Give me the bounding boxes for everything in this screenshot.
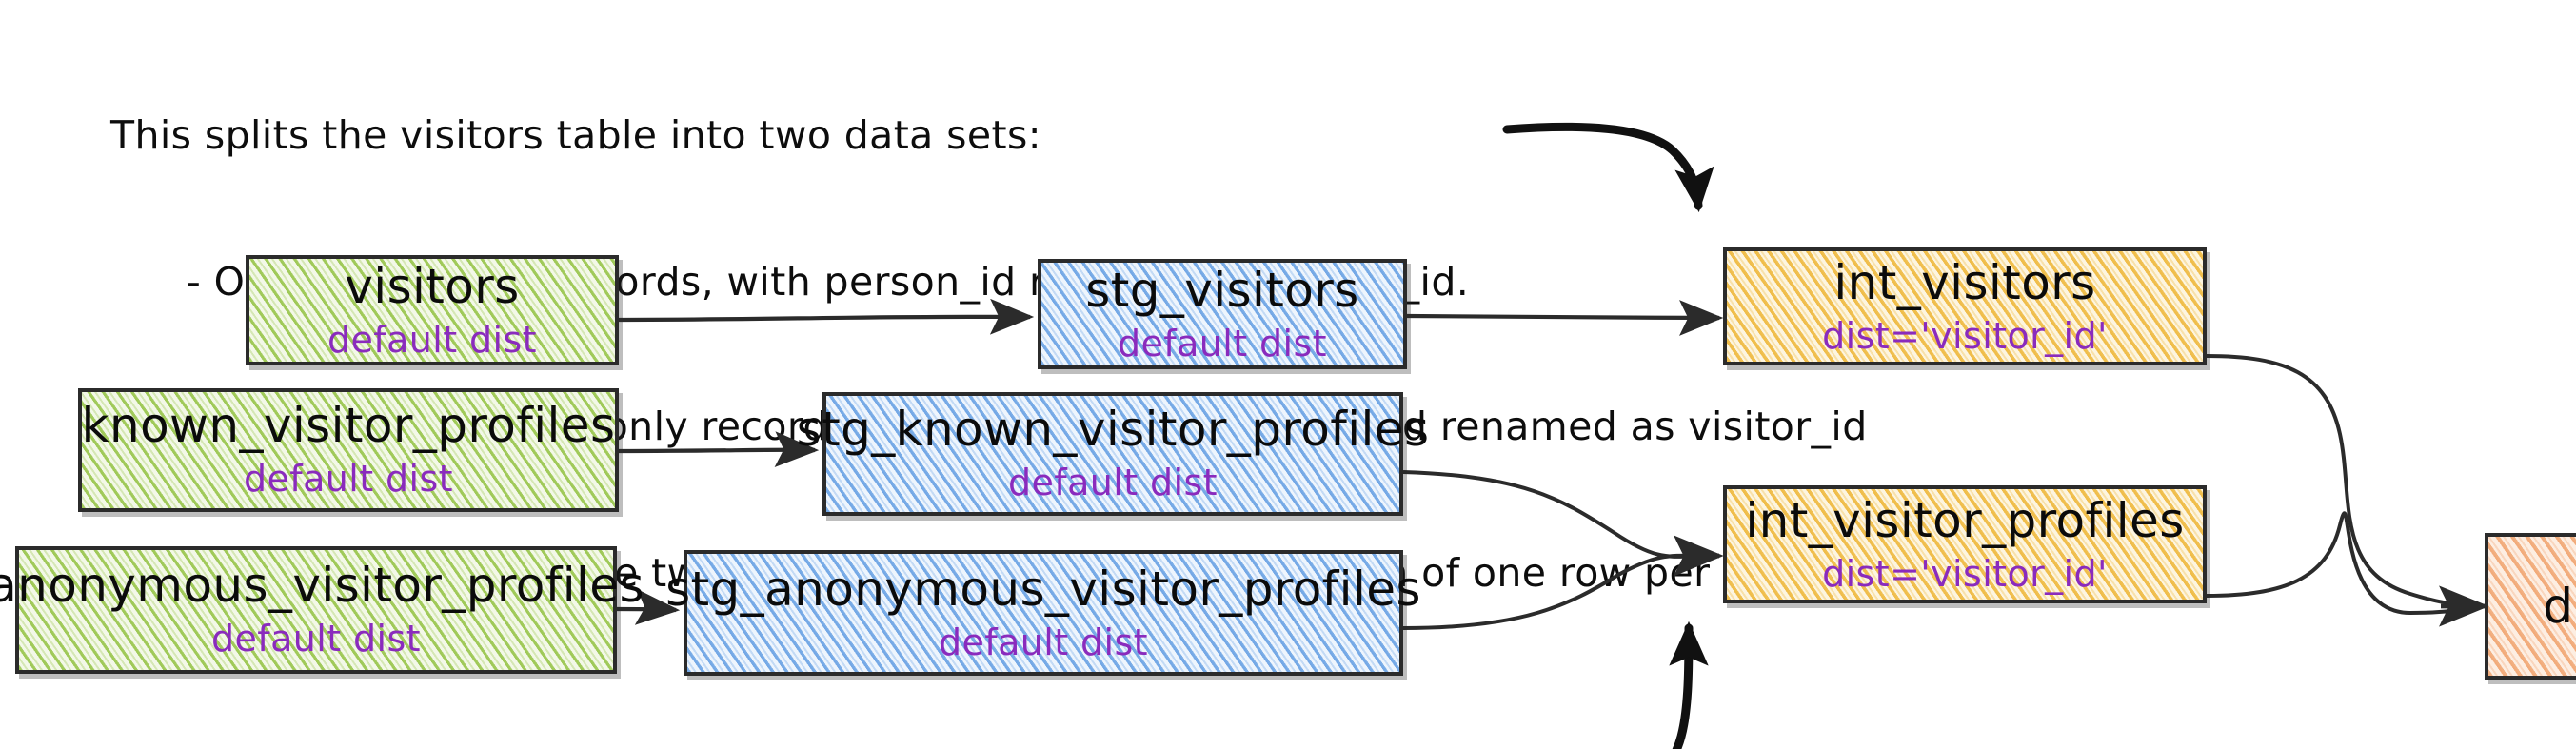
node-stg-anonymous-visitor-profiles-dist: default dist (939, 621, 1148, 664)
node-stg-known-visitor-profiles[interactable]: stg_known_visitor_profiles default dist (797, 392, 1429, 516)
node-int-visitor-profiles[interactable]: int_visitor_profiles dist='visitor_id' (1723, 485, 2207, 603)
node-stg-visitors-dist: default dist (1118, 323, 1327, 365)
node-dim-all-visitors-title: dim_all_visitors (2543, 579, 2576, 634)
node-stg-known-visitor-profiles-title: stg_known_visitor_profiles (796, 402, 1430, 458)
node-int-visitors[interactable]: int_visitors dist='visitor_id' (1723, 247, 2207, 365)
node-anonymous-visitor-profiles-title: anonymous_visitor_profiles (0, 558, 644, 614)
node-stg-anonymous-visitor-profiles[interactable]: stg_anonymous_visitor_profiles default d… (665, 550, 1421, 676)
node-stg-visitors[interactable]: stg_visitors default dist (1038, 259, 1407, 369)
node-visitors-title: visitors (345, 258, 520, 314)
node-int-visitor-profiles-title: int_visitor_profiles (1745, 492, 2185, 548)
node-stg-visitors-title: stg_visitors (1085, 262, 1359, 318)
node-stg-known-visitor-profiles-dist: default dist (1008, 463, 1218, 505)
node-known-visitor-profiles-dist: default dist (244, 459, 453, 502)
top-note-lead: This splits the visitors table into two … (110, 112, 1041, 158)
node-int-visitors-dist: dist='visitor_id' (1822, 315, 2108, 358)
node-visitors[interactable]: visitors default dist (246, 255, 619, 365)
node-known-visitor-profiles-title: known_visitor_profiles (81, 398, 616, 454)
node-anonymous-visitor-profiles-dist: default dist (211, 619, 421, 661)
node-visitors-dist: default dist (327, 319, 537, 362)
node-dim-all-visitors[interactable]: dim_all_visitors (2485, 533, 2576, 680)
node-known-visitor-profiles[interactable]: known_visitor_profiles default dist (78, 388, 619, 512)
node-stg-anonymous-visitor-profiles-title: stg_anonymous_visitor_profiles (665, 561, 1421, 617)
node-int-visitors-title: int_visitors (1833, 254, 2096, 310)
node-anonymous-visitor-profiles[interactable]: anonymous_visitor_profiles default dist (0, 546, 644, 674)
node-int-visitor-profiles-dist: dist='visitor_id' (1822, 553, 2108, 596)
